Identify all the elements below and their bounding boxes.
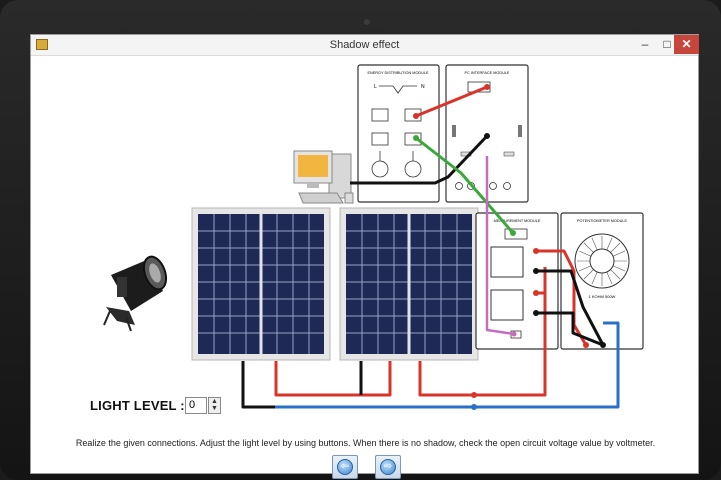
stepper-down-icon[interactable]: ▼ [211, 405, 218, 412]
circuit-diagram: ENERGY DISTRIBUTION MODULE L N PC INTERF… [103, 64, 644, 410]
pc-interface-title: PC INTERFACE MODULE [465, 71, 510, 75]
lamp-icon[interactable] [103, 254, 170, 332]
pink-wire[interactable] [485, 156, 515, 336]
title-bar: Shadow effect – □ ✕ [31, 35, 699, 56]
app-icon [36, 39, 48, 50]
potentiometer-value: 1 KOHM 500W [589, 294, 616, 299]
blue-wire[interactable] [275, 321, 620, 409]
energy-distribution-module: ENERGY DISTRIBUTION MODULE L N [357, 64, 440, 203]
simulation-canvas: ENERGY DISTRIBUTION MODULE L N PC INTERF… [31, 55, 698, 479]
maximize-button[interactable]: □ [663, 37, 671, 51]
terminal-connectors[interactable] [413, 84, 606, 410]
light-level-label: LIGHT LEVEL : [90, 398, 185, 413]
green-wire[interactable] [415, 136, 515, 234]
computer-icon [293, 150, 354, 204]
n-terminal-label: N [421, 84, 425, 90]
solar-panel-1 [191, 207, 331, 361]
stepper-up-icon[interactable]: ▲ [211, 398, 218, 405]
solar-panel-2 [339, 207, 479, 361]
l-terminal-label: L [374, 84, 377, 90]
close-button[interactable]: ✕ [674, 35, 699, 54]
arrow-left-icon: ⇦ [337, 459, 353, 475]
energy-distribution-title: ENERGY DISTRIBUTION MODULE [367, 71, 429, 75]
measurement-title: MEASUREMENT MODULE [494, 219, 541, 223]
app-window: Shadow effect – □ ✕ [30, 34, 699, 479]
instruction-text: Realize the given connections. Adjust th… [75, 438, 656, 448]
camera-dot [364, 19, 370, 25]
light-level-input[interactable]: 0 [185, 397, 207, 414]
potentiometer-title: POTENTIOMETER MODULE [577, 219, 627, 223]
window-title: Shadow effect [329, 39, 400, 51]
potentiometer-module: POTENTIOMETER MODULE 1 KOHM 500W [560, 212, 644, 350]
previous-button[interactable]: ⇦ [332, 455, 358, 479]
black-wire[interactable] [241, 134, 605, 409]
red-wire[interactable] [274, 85, 588, 397]
light-level-stepper[interactable]: ▲ ▼ [208, 397, 221, 414]
next-button[interactable]: ⇨ [375, 455, 401, 479]
arrow-right-icon: ⇨ [380, 459, 396, 475]
minimize-button[interactable]: – [641, 37, 649, 51]
